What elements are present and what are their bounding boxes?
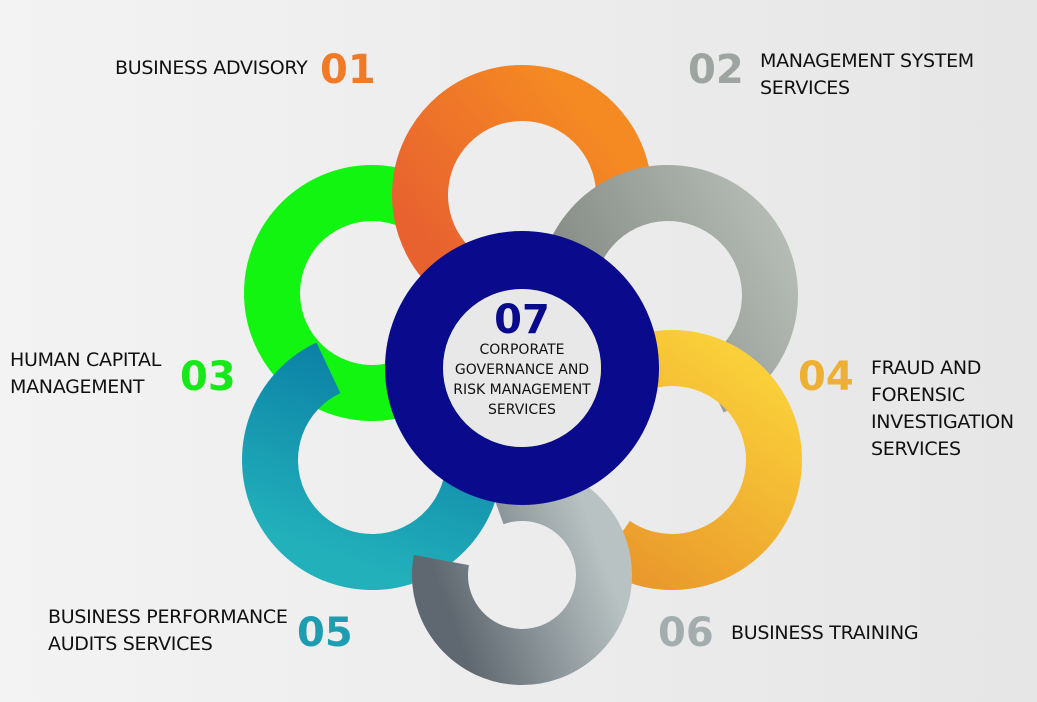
number-03: 03	[180, 354, 236, 400]
number-05: 05	[297, 610, 353, 656]
number-01: 01	[320, 47, 376, 93]
label-05: BUSINESS PERFORMANCE AUDITS SERVICES	[48, 606, 288, 655]
label-01: BUSINESS ADVISORY	[115, 57, 308, 79]
number-07: 07	[494, 297, 550, 343]
label-07: CORPORATE GOVERNANCE AND RISK MANAGEMENT…	[453, 342, 591, 418]
label-06: BUSINESS TRAINING	[731, 622, 919, 644]
label-03: HUMAN CAPITAL MANAGEMENT	[10, 349, 161, 398]
center-block: 07 CORPORATE GOVERNANCE AND RISK MANAGEM…	[442, 300, 602, 420]
number-02: 02	[688, 47, 744, 93]
center-ring	[385, 231, 659, 505]
number-04: 04	[798, 354, 854, 400]
label-04: FRAUD AND FORENSIC INVESTIGATION SERVICE…	[871, 357, 1014, 460]
center-disc	[443, 289, 601, 447]
number-06: 06	[658, 610, 714, 656]
label-02: MANAGEMENT SYSTEM SERVICES	[760, 50, 974, 99]
